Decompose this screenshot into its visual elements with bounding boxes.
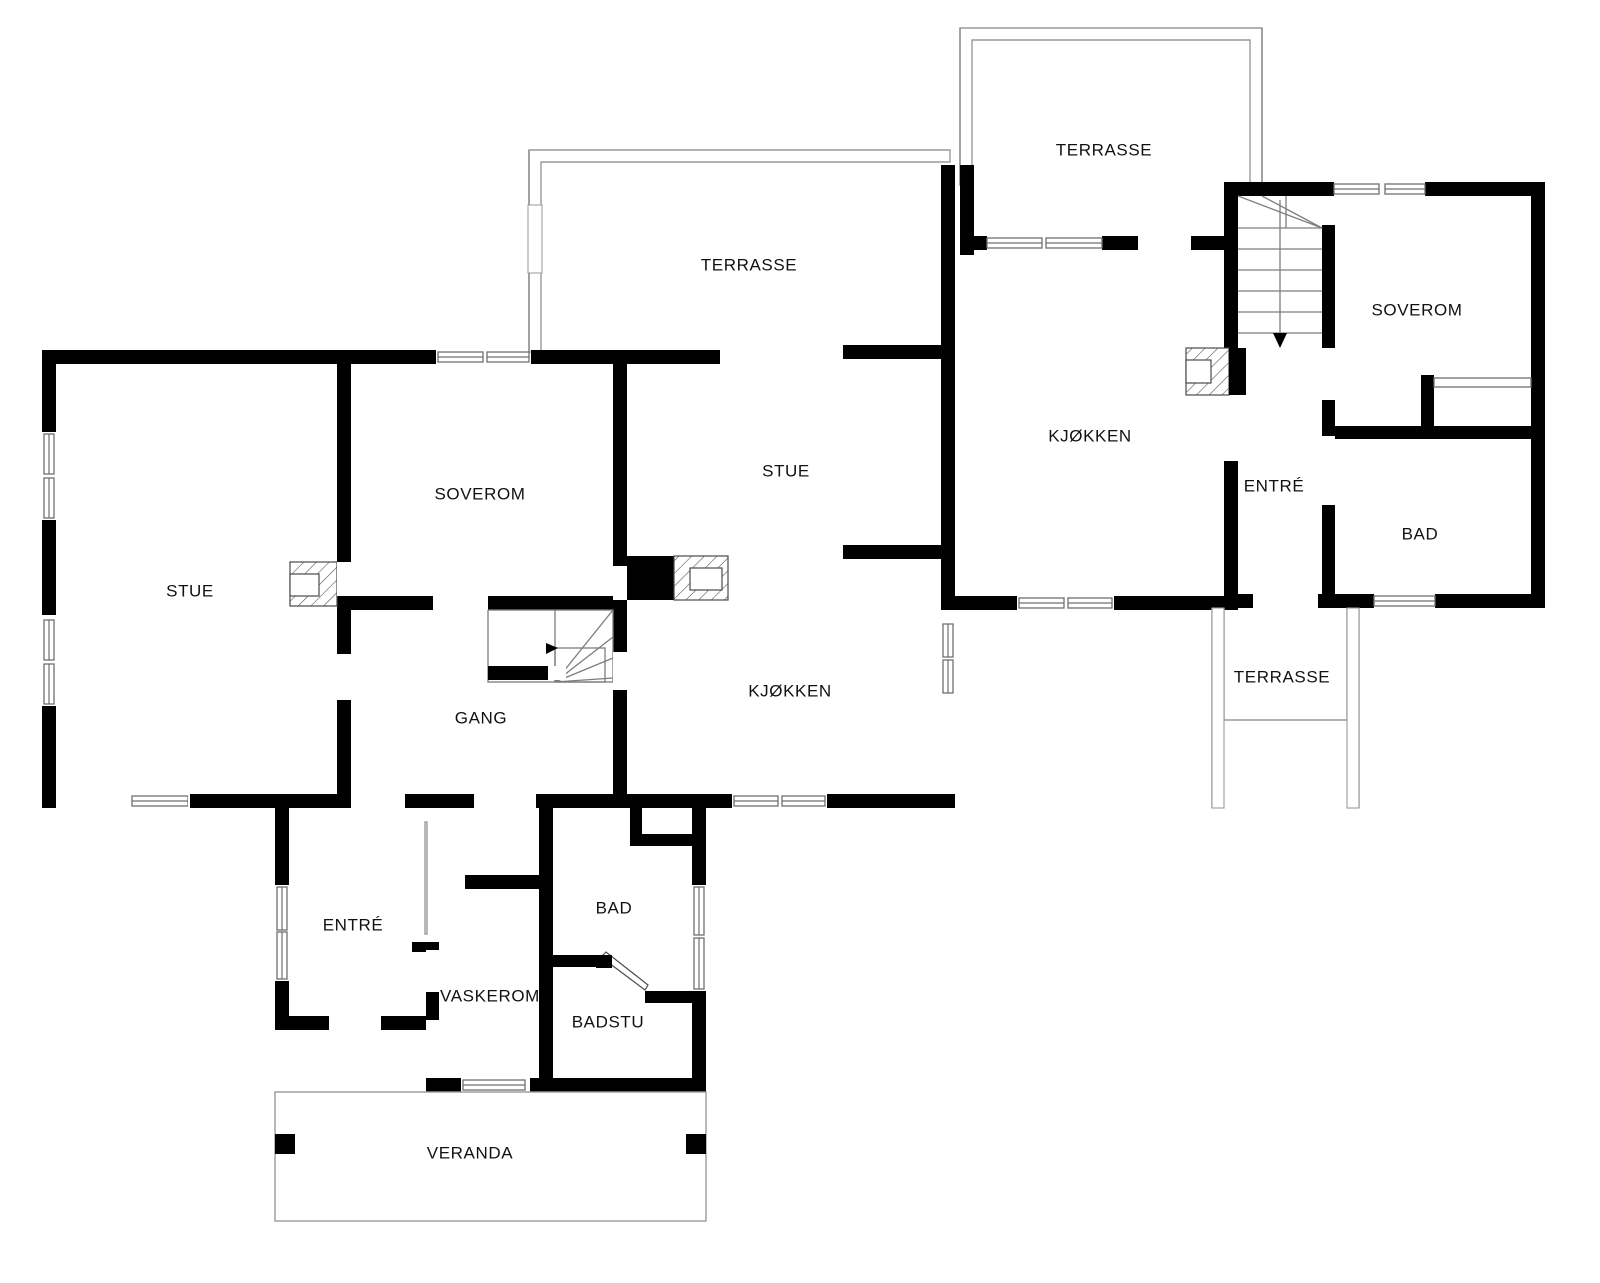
bottom-wing-walls [275, 808, 706, 1092]
door-stue-gang [337, 654, 351, 700]
opening-entre-top [351, 794, 405, 808]
room-label-soverom-left: SOVEROM [434, 484, 525, 503]
fireplace-left [289, 561, 338, 607]
room-label-soverom-right: SOVEROM [1371, 300, 1462, 319]
room-label-terrasse-upper-right: TERRASSE [1056, 140, 1152, 159]
room-label-kjokken-center: KJØKKEN [748, 681, 832, 700]
room-label-kjokken-right: KJØKKEN [1048, 426, 1132, 445]
terrasse-right-outline [1211, 607, 1360, 809]
room-label-stue-left: STUE [166, 581, 214, 600]
room-label-entre-bottom: ENTRÉ [323, 915, 384, 934]
fireplace-right-wing [1185, 347, 1246, 396]
room-label-terrasse-right: TERRASSE [1234, 667, 1330, 686]
door-entre-terrasse [1253, 594, 1318, 608]
room-label-gang: GANG [455, 708, 507, 727]
room-label-terrasse-upper-left: TERRASSE [701, 255, 797, 274]
room-label-stue-center: STUE [762, 461, 810, 480]
window-kjokken-center-bottom [732, 794, 827, 808]
fireplace-center [627, 555, 729, 601]
door-gang-kjokken [613, 652, 627, 690]
room-label-veranda: VERANDA [427, 1143, 513, 1162]
room-label-badstu: BADSTU [572, 1012, 645, 1031]
room-label-vaskerom: VASKEROM [440, 986, 540, 1005]
window-kjokken-bottom [1017, 596, 1114, 610]
room-label-bad-right: BAD [1402, 524, 1439, 543]
bottom-wing-windows [276, 886, 705, 1091]
veranda-outline [274, 1091, 707, 1222]
center-block-walls [613, 165, 955, 808]
door-kjokken-terrasse [986, 236, 1191, 250]
opening-stue-bottom-b [188, 794, 190, 808]
room-label-entre-right: ENTRÉ [1244, 476, 1305, 495]
left-block-walls [42, 350, 627, 808]
room-label-bad-bottom: BAD [596, 898, 633, 917]
opening-bad-top [474, 794, 536, 808]
door-badstu [596, 951, 649, 991]
opening-stue-bottom-a [56, 794, 130, 808]
windows-left-block [43, 351, 530, 807]
staircase-gang [487, 609, 614, 683]
window-kjokken-center-right [941, 622, 955, 694]
staircase-right-wing [1237, 195, 1323, 348]
door-gang-soverom [433, 596, 488, 610]
windows-right-wing [1333, 183, 1436, 607]
door-stue-soverom [337, 562, 351, 596]
